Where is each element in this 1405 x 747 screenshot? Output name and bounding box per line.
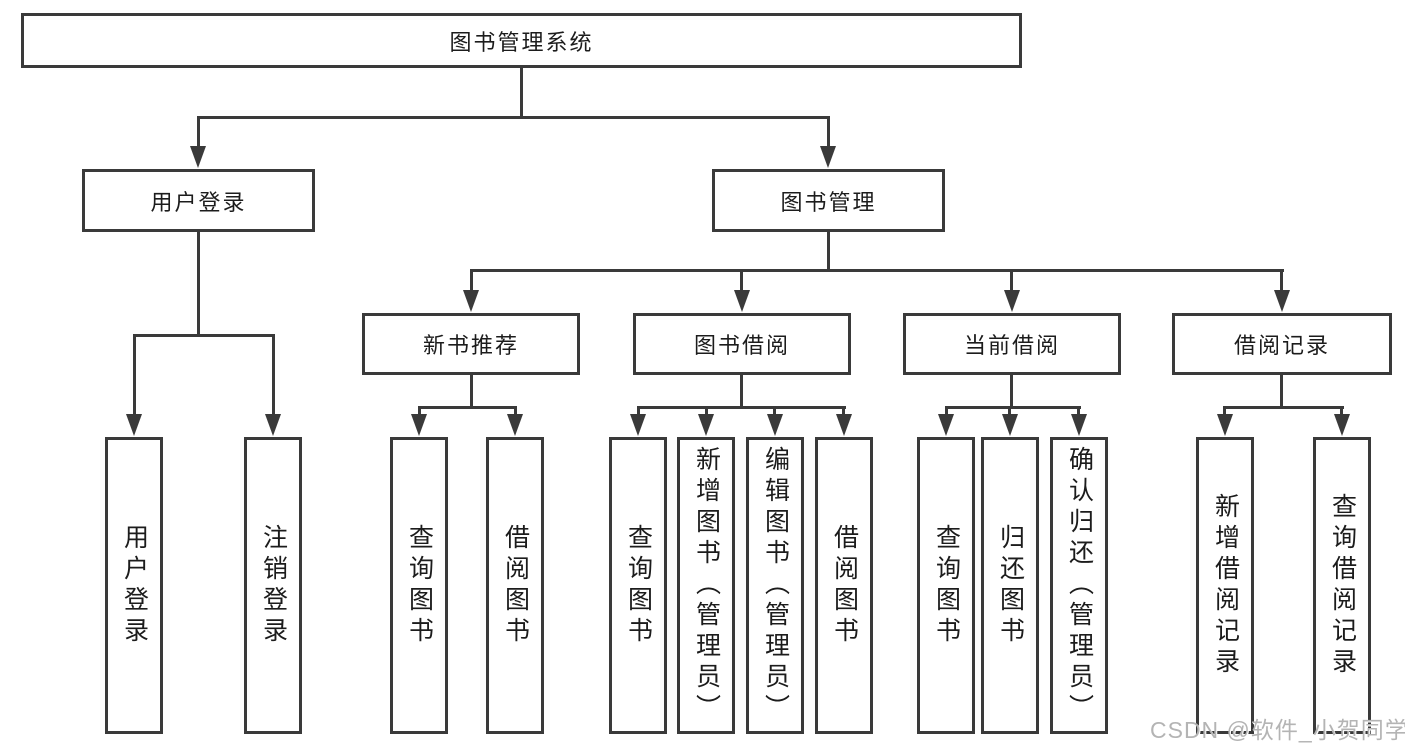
node-current-borrow-label: 当前借阅 bbox=[963, 333, 1060, 358]
connector-stem-new-books bbox=[470, 269, 473, 293]
arrowhead bbox=[938, 414, 954, 436]
node-new-books-label: 新书推荐 bbox=[422, 333, 519, 358]
arrowhead bbox=[1334, 414, 1350, 436]
connector-stem-borrow-records bbox=[1280, 269, 1283, 293]
connector-stem bbox=[637, 406, 640, 416]
connector-new-books-horizontal bbox=[418, 406, 517, 409]
leaf-query-books-1-label: 查询图书 bbox=[405, 523, 434, 648]
connector-stem bbox=[1008, 406, 1011, 416]
connector-current-borrow-horizontal bbox=[945, 406, 1081, 409]
connector-stem-book-borrow bbox=[740, 269, 743, 293]
leaf-query-books-3: 查询图书 bbox=[917, 437, 975, 734]
connector-level2-horizontal bbox=[197, 116, 830, 119]
leaf-query-books-3-label: 查询图书 bbox=[932, 523, 961, 648]
connector-root-trunk bbox=[520, 68, 523, 119]
node-user-login: 用户登录 bbox=[82, 169, 315, 232]
node-borrow-records-label: 借阅记录 bbox=[1233, 333, 1330, 358]
connector-stem bbox=[705, 406, 708, 416]
arrowhead bbox=[411, 414, 427, 436]
node-book-borrow-label: 图书借阅 bbox=[693, 333, 790, 358]
node-root-label: 图书管理系统 bbox=[449, 29, 594, 55]
leaf-add-borrow-record: 新增借阅记录 bbox=[1196, 437, 1254, 734]
connector-borrow-records-horizontal bbox=[1224, 406, 1344, 409]
connector-user-login-trunk bbox=[197, 232, 200, 336]
leaf-borrow-books-2: 借阅图书 bbox=[815, 437, 873, 734]
node-borrow-records: 借阅记录 bbox=[1172, 313, 1392, 375]
node-current-borrow: 当前借阅 bbox=[903, 313, 1121, 375]
leaf-query-borrow-record: 查询借阅记录 bbox=[1313, 437, 1371, 734]
arrowhead-current-borrow bbox=[1004, 290, 1020, 312]
leaf-query-books-1: 查询图书 bbox=[390, 437, 448, 734]
connector-stem bbox=[773, 406, 776, 416]
connector-book-borrow-trunk bbox=[740, 375, 743, 409]
arrowhead bbox=[767, 414, 783, 436]
connector-book-borrow-horizontal bbox=[637, 406, 846, 409]
connector-stem-book-mgmt bbox=[827, 116, 830, 148]
arrowhead-borrow-records bbox=[1274, 290, 1290, 312]
connector-stem bbox=[418, 406, 421, 416]
arrowhead bbox=[1071, 414, 1087, 436]
arrowhead bbox=[698, 414, 714, 436]
connector-stem bbox=[1077, 406, 1080, 416]
leaf-borrow-books-1: 借阅图书 bbox=[486, 437, 544, 734]
arrowhead bbox=[1002, 414, 1018, 436]
connector-stem bbox=[1223, 406, 1226, 416]
leaf-user-login: 用户登录 bbox=[105, 437, 163, 734]
node-root: 图书管理系统 bbox=[21, 13, 1022, 68]
arrowhead-new-books bbox=[463, 290, 479, 312]
leaf-edit-books-admin-label: 编辑图书（管理员） bbox=[761, 446, 790, 725]
connector-stem-leaf-logout bbox=[272, 334, 275, 418]
connector-stem-user-login bbox=[197, 116, 200, 148]
node-user-login-label: 用户登录 bbox=[150, 189, 247, 215]
connector-user-login-horizontal bbox=[133, 334, 274, 337]
leaf-add-borrow-record-label: 新增借阅记录 bbox=[1211, 492, 1240, 679]
leaf-return-books-label: 归还图书 bbox=[996, 523, 1025, 648]
csdn-watermark: CSDN @软件_小贺同学 bbox=[1150, 717, 1405, 743]
leaf-borrow-books-2-label: 借阅图书 bbox=[830, 523, 859, 648]
arrowhead-user-login bbox=[190, 146, 206, 168]
connector-stem-leaf-user-login bbox=[133, 334, 136, 418]
arrowhead-book-mgmt bbox=[820, 146, 836, 168]
arrowhead-leaf-user-login bbox=[126, 414, 142, 436]
connector-stem-current-borrow bbox=[1010, 269, 1013, 293]
connector-stem bbox=[945, 406, 948, 416]
connector-current-borrow-trunk bbox=[1010, 375, 1013, 409]
node-book-mgmt: 图书管理 bbox=[712, 169, 945, 232]
leaf-add-books-admin-label: 新增图书（管理员） bbox=[692, 446, 721, 725]
arrowhead bbox=[1217, 414, 1233, 436]
arrowhead bbox=[630, 414, 646, 436]
connector-stem bbox=[514, 406, 517, 416]
leaf-query-books-2: 查询图书 bbox=[609, 437, 667, 734]
connector-stem bbox=[1340, 406, 1343, 416]
arrowhead bbox=[507, 414, 523, 436]
node-book-borrow: 图书借阅 bbox=[633, 313, 851, 375]
leaf-borrow-books-1-label: 借阅图书 bbox=[501, 523, 530, 648]
arrowhead-book-borrow bbox=[734, 290, 750, 312]
connector-borrow-records-trunk bbox=[1280, 375, 1283, 409]
leaf-add-books-admin: 新增图书（管理员） bbox=[677, 437, 735, 734]
connector-new-books-trunk bbox=[470, 375, 473, 409]
arrowhead bbox=[836, 414, 852, 436]
node-book-mgmt-label: 图书管理 bbox=[780, 189, 877, 215]
node-new-books: 新书推荐 bbox=[362, 313, 580, 375]
connector-level3-horizontal bbox=[470, 269, 1284, 272]
leaf-logout-label: 注销登录 bbox=[259, 523, 288, 648]
leaf-logout: 注销登录 bbox=[244, 437, 302, 734]
leaf-edit-books-admin: 编辑图书（管理员） bbox=[746, 437, 804, 734]
arrowhead-leaf-logout bbox=[265, 414, 281, 436]
leaf-query-borrow-record-label: 查询借阅记录 bbox=[1328, 492, 1357, 679]
leaf-confirm-return-admin-label: 确认归还（管理员） bbox=[1065, 446, 1094, 725]
connector-book-mgmt-trunk bbox=[827, 232, 830, 272]
leaf-user-login-label: 用户登录 bbox=[120, 523, 149, 648]
connector-stem bbox=[842, 406, 845, 416]
leaf-confirm-return-admin: 确认归还（管理员） bbox=[1050, 437, 1108, 734]
leaf-query-books-2-label: 查询图书 bbox=[624, 523, 653, 648]
leaf-return-books: 归还图书 bbox=[981, 437, 1039, 734]
